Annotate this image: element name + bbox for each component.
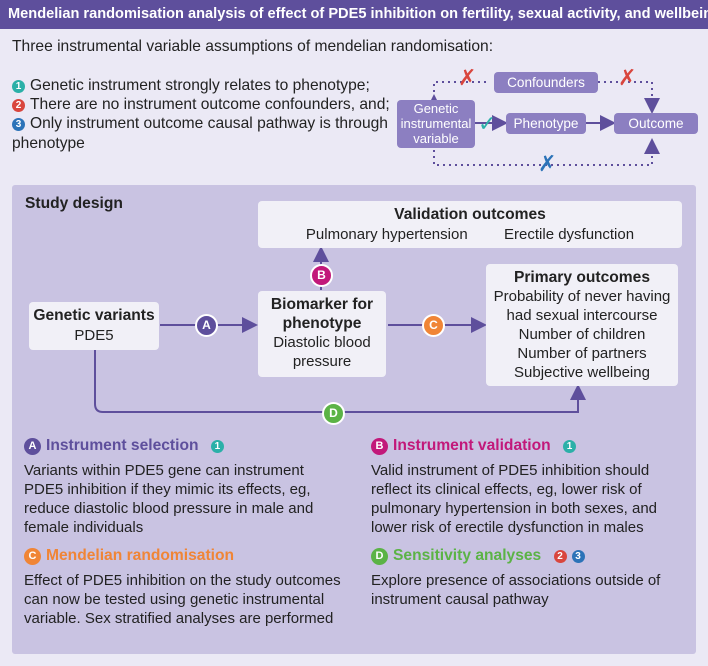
validation-outcomes-box: Validation outcomes Pulmonary hypertensi… — [258, 201, 682, 248]
study-design-title: Study design — [25, 195, 123, 212]
confounders-node: Confounders — [494, 72, 598, 93]
cross-icon: ✗ — [538, 152, 557, 177]
section-c-heading: C Mendelian randomisation — [24, 547, 234, 565]
section-a-body: Variants within PDE5 gene can instrument… — [24, 462, 314, 536]
number-2-icon: 2 — [12, 99, 25, 112]
number-1-icon: 1 — [563, 440, 577, 453]
validation-item: Pulmonary hypertension — [305, 226, 468, 243]
assumption-2: 2 There are no instrument outcome confoun… — [12, 95, 392, 115]
primary-outcomes-box: Primary outcomes Probability of never ha… — [486, 264, 678, 386]
section-c-body: Effect of PDE5 inhibition on the study o… — [24, 572, 341, 627]
assumption-2-text: There are no instrument outcome confound… — [30, 96, 390, 113]
letter-b-icon: B — [371, 438, 388, 455]
cross-icon: ✗ — [458, 66, 477, 91]
letter-d-badge: D — [322, 402, 345, 425]
letter-c-badge: C — [422, 314, 445, 337]
biomarker-box: Biomarker for phenotype Diastolic blood … — [258, 291, 386, 377]
number-3-icon: 3 — [571, 550, 585, 563]
validation-item: Erectile dysfunction — [504, 226, 635, 243]
number-1-icon: 1 — [210, 440, 224, 453]
assumption-1: 1 Genetic instrument strongly relates to … — [12, 76, 392, 96]
primary-outcome-item: Subjective wellbeing — [514, 364, 650, 381]
letter-c-icon: C — [24, 548, 41, 565]
biomarker-title: Biomarker for phenotype — [270, 296, 374, 332]
section-c-title: Mendelian randomisation — [46, 547, 235, 564]
number-3-icon: 3 — [12, 118, 25, 131]
genetic-variants-title: Genetic variants — [33, 307, 155, 324]
intro-text: Three instrumental variable assumptions … — [12, 38, 494, 55]
assumption-3-text: Only instrument outcome causal pathway i… — [12, 115, 388, 152]
primary-outcomes-title: Primary outcomes — [513, 269, 651, 286]
letter-a-badge: A — [195, 314, 218, 337]
section-b-body: Valid instrument of PDE5 inhibition shou… — [371, 462, 658, 536]
primary-outcome-item: Probability of never having had sexual i… — [493, 288, 671, 324]
section-d-body: Explore presence of associations outside… — [371, 572, 661, 608]
check-icon: ✓ — [478, 112, 497, 137]
biomarker-sub: Diastolic blood pressure — [273, 334, 371, 370]
study-design-panel — [12, 185, 696, 654]
section-a-title: Instrument selection — [46, 437, 199, 454]
section-d-title: Sensitivity analyses — [393, 547, 542, 564]
number-2-icon: 2 — [553, 550, 567, 563]
cross-icon: ✗ — [618, 66, 637, 91]
number-1-icon: 1 — [12, 80, 25, 93]
section-a-heading: A Instrument selection 1 — [24, 437, 229, 455]
page-title: Mendelian randomisation analysis of effe… — [0, 0, 708, 29]
primary-outcome-item: Number of partners — [517, 345, 647, 362]
iv-diagram-connectors — [426, 81, 660, 166]
primary-outcome-item: Number of children — [518, 326, 646, 343]
validation-outcomes-title: Validation outcomes — [394, 206, 546, 223]
section-b-title: Instrument validation — [393, 437, 551, 454]
letter-b-badge: B — [310, 264, 333, 287]
genetic-instrument-node: Genetic instrumental variable — [397, 100, 475, 148]
letter-d-icon: D — [371, 548, 388, 565]
genetic-variants-sub: PDE5 — [74, 327, 114, 344]
outcome-node: Outcome — [614, 113, 698, 134]
phenotype-node: Phenotype — [506, 113, 586, 134]
assumption-1-text: Genetic instrument strongly relates to p… — [30, 77, 370, 94]
section-b-heading: B Instrument validation 1 — [371, 437, 581, 455]
genetic-variants-box: Genetic variants PDE5 — [29, 302, 159, 350]
letter-a-icon: A — [24, 438, 41, 455]
